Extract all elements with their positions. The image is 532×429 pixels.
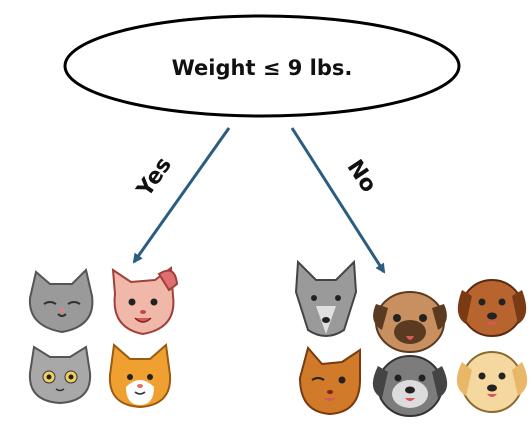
decision-node-ellipse: [63, 14, 461, 118]
gray-dog-icon: [372, 355, 448, 417]
brown-dog-icon: [457, 279, 527, 337]
no-arrow: [290, 127, 386, 274]
gray-kitten-icon: [28, 345, 92, 405]
pug-icon: [373, 291, 447, 353]
decision-node-label: Weight ≤ 9 lbs.: [172, 56, 353, 80]
right-animal-group: [294, 259, 528, 417]
no-label: No: [342, 155, 381, 197]
orange-cat-icon: [108, 343, 172, 409]
pink-cat-icon: [111, 266, 179, 336]
orange-cat-icon: [298, 345, 361, 416]
left-animal-group: [28, 266, 179, 409]
gray-cat-icon: [28, 268, 94, 334]
yes-label: Yes: [132, 153, 177, 203]
gray-wolf-dog-icon: [294, 259, 358, 337]
yes-arrow: [132, 127, 231, 264]
cream-dog-icon: [456, 351, 528, 413]
decision-node: Weight ≤ 9 lbs.: [63, 14, 461, 118]
